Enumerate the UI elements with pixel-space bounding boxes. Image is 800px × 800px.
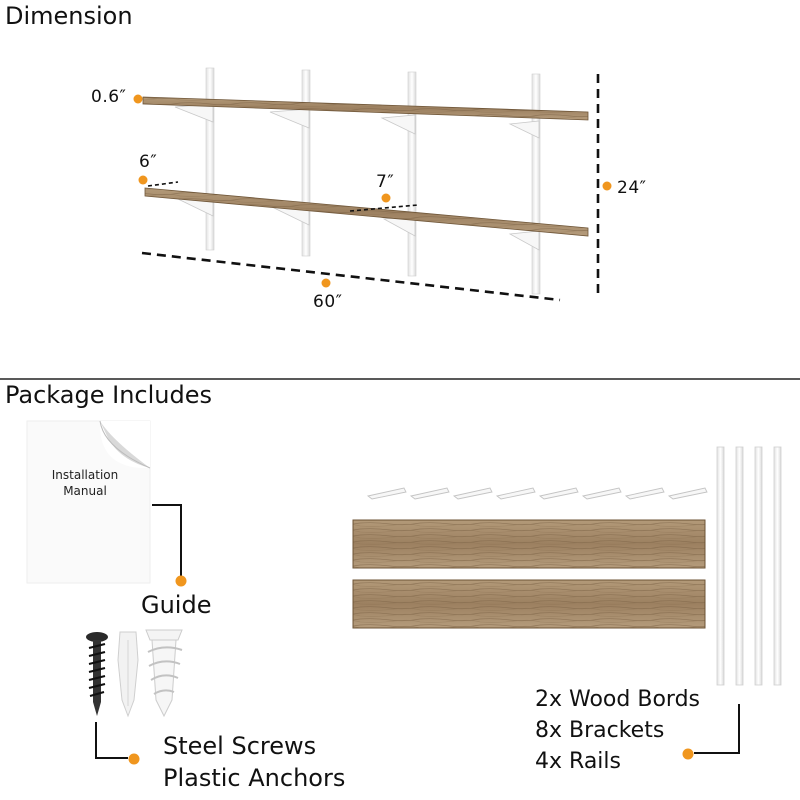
items-connector-line bbox=[694, 704, 740, 754]
width-marker bbox=[321, 278, 331, 288]
installation-manual-sheet bbox=[26, 420, 151, 584]
depth-label: 6″ bbox=[139, 152, 158, 172]
shelf-diagram bbox=[133, 67, 612, 302]
bottom-shelf-board bbox=[144, 187, 589, 237]
items-list-line2: 8x Brackets bbox=[535, 718, 665, 743]
hardware-marker bbox=[128, 753, 140, 765]
brackets-row bbox=[366, 487, 708, 500]
brackets-top bbox=[174, 103, 540, 139]
screw-and-anchors bbox=[86, 629, 183, 718]
plastic-anchor-1 bbox=[117, 631, 139, 718]
top-shelf-board bbox=[142, 96, 589, 121]
height-label: 24″ bbox=[617, 178, 647, 198]
guide-marker bbox=[175, 575, 187, 587]
width-dimension-line bbox=[141, 251, 561, 302]
spacing-dimension-line bbox=[349, 204, 419, 212]
spacing-label: 7″ bbox=[376, 172, 395, 192]
width-label: 60″ bbox=[313, 292, 343, 312]
depth-marker bbox=[138, 175, 148, 185]
dimension-title: Dimension bbox=[5, 2, 133, 30]
package-title: Package Includes bbox=[5, 381, 212, 409]
spacing-marker bbox=[381, 193, 391, 203]
wall-rails bbox=[205, 67, 541, 295]
hardware-label-line2: Plastic Anchors bbox=[163, 764, 346, 792]
dimension-markers bbox=[133, 94, 612, 288]
manual-text: Installation Manual bbox=[51, 468, 119, 498]
depth-dimension-line bbox=[147, 181, 179, 187]
steel-screw bbox=[86, 632, 108, 716]
items-marker bbox=[682, 748, 694, 760]
rails-set bbox=[716, 446, 782, 686]
hardware-connector-line bbox=[95, 722, 128, 759]
guide-label: Guide bbox=[141, 591, 212, 619]
plastic-anchor-2 bbox=[145, 629, 183, 718]
guide-connector-line bbox=[152, 504, 182, 580]
thickness-label: 0.6″ bbox=[91, 87, 127, 107]
wood-boards bbox=[352, 519, 706, 629]
items-list-line3: 4x Rails bbox=[535, 749, 621, 774]
hardware-label-line1: Steel Screws bbox=[163, 732, 317, 760]
dimension-lines bbox=[141, 74, 600, 302]
thickness-marker bbox=[133, 94, 143, 104]
height-marker bbox=[602, 181, 612, 191]
items-list-line1: 2x Wood Bords bbox=[535, 687, 700, 712]
